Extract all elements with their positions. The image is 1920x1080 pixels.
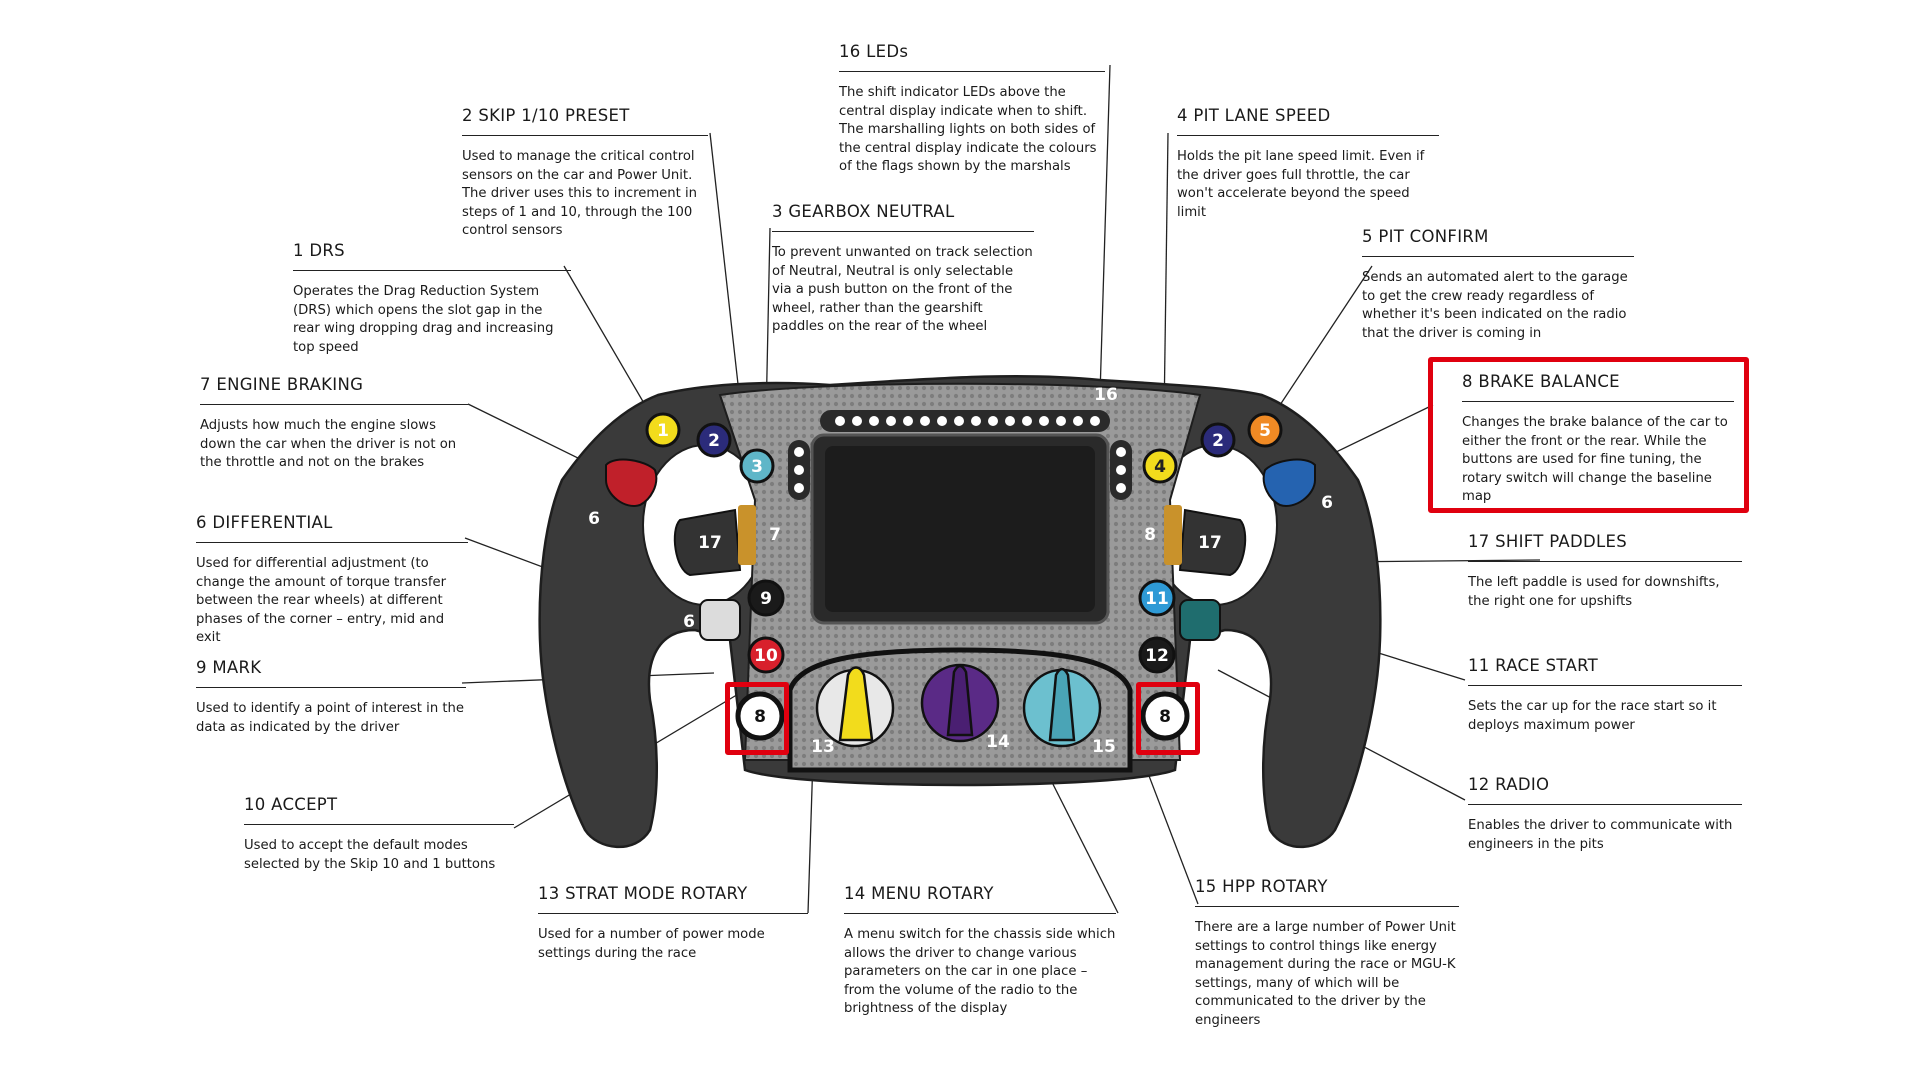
callout-desc: Adjusts how much the engine slows down t… <box>200 418 457 471</box>
callout-engine-braking: 7 ENGINE BRAKING Adjusts how much the en… <box>200 375 468 473</box>
brake-balance-button-right-highlight <box>1136 682 1200 755</box>
callout-desc: Operates the Drag Reduction System (DRS)… <box>293 284 554 355</box>
callout-title: 1 DRS <box>293 241 571 271</box>
label-4: 4 <box>1154 457 1166 477</box>
label-6c: 6 <box>683 612 695 632</box>
callout-menu-rotary: 14 MENU ROTARY A menu switch for the cha… <box>844 884 1116 1019</box>
callout-title: 15 HPP ROTARY <box>1195 877 1459 907</box>
led-bar <box>788 410 1132 500</box>
buttons <box>645 412 1283 741</box>
label-7: 7 <box>769 525 781 545</box>
label-6b: 6 <box>1321 493 1333 513</box>
label-17-left: 17 <box>698 533 722 553</box>
callout-gearbox-neutral: 3 GEARBOX NEUTRAL To prevent unwanted on… <box>772 202 1034 337</box>
brake-balance-button-left-highlight <box>725 682 789 755</box>
callout-desc: Changes the brake balance of the car to … <box>1462 415 1728 505</box>
callout-title: 5 PIT CONFIRM <box>1362 227 1634 257</box>
callout-title: 13 STRAT MODE ROTARY <box>538 884 808 914</box>
label-16: 16 <box>1094 385 1118 405</box>
label-9: 9 <box>760 589 772 609</box>
callout-strat-mode-rotary: 13 STRAT MODE ROTARY Used for a number o… <box>538 884 808 963</box>
label-8b: 8 <box>754 707 766 727</box>
callout-radio: 12 RADIO Enables the driver to communica… <box>1468 775 1742 854</box>
callout-title: 2 SKIP 1/10 PRESET <box>462 106 708 136</box>
callout-title: 7 ENGINE BRAKING <box>200 375 468 405</box>
callout-desc: To prevent unwanted on track selection o… <box>772 245 1033 335</box>
callout-leds: 16 LEDs The shift indicator LEDs above t… <box>839 42 1105 177</box>
callout-title: 14 MENU ROTARY <box>844 884 1116 914</box>
label-3: 3 <box>751 457 763 477</box>
callout-title: 8 BRAKE BALANCE <box>1462 372 1734 402</box>
callout-desc: Enables the driver to communicate with e… <box>1468 818 1733 852</box>
label-5: 5 <box>1259 421 1271 441</box>
callout-pit-lane-speed: 4 PIT LANE SPEED Holds the pit lane spee… <box>1177 106 1439 222</box>
callout-title: 10 ACCEPT <box>244 795 514 825</box>
label-15: 15 <box>1092 737 1116 757</box>
label-2-left: 2 <box>708 431 720 451</box>
label-2-right: 2 <box>1212 431 1224 451</box>
callout-desc: Used for a number of power mode settings… <box>538 927 765 961</box>
callout-desc: Used to identify a point of interest in … <box>196 701 465 735</box>
central-display <box>810 433 1110 625</box>
callout-desc: A menu switch for the chassis side which… <box>844 927 1116 1017</box>
callout-desc: Used to accept the default modes selecte… <box>244 838 496 872</box>
callout-shift-paddles: 17 SHIFT PADDLES The left paddle is used… <box>1468 532 1742 611</box>
brake-balance-highlight <box>1428 357 1749 513</box>
label-8c: 8 <box>1159 707 1171 727</box>
callout-differential: 6 DIFFERENTIAL Used for differential adj… <box>196 513 468 648</box>
callout-desc: The shift indicator LEDs above the centr… <box>839 85 1097 175</box>
callout-title: 17 SHIFT PADDLES <box>1468 532 1742 562</box>
callout-hpp-rotary: 15 HPP ROTARY There are a large number o… <box>1195 877 1459 1031</box>
label-12: 12 <box>1145 646 1169 666</box>
callout-title: 12 RADIO <box>1468 775 1742 805</box>
callout-title: 11 RACE START <box>1468 656 1742 686</box>
label-1: 1 <box>657 421 669 441</box>
callout-race-start: 11 RACE START Sets the car up for the ra… <box>1468 656 1742 735</box>
callout-desc: Used to manage the critical control sens… <box>462 149 698 239</box>
label-13: 13 <box>811 737 835 757</box>
callout-brake-balance: 8 BRAKE BALANCE Changes the brake balanc… <box>1462 372 1734 507</box>
callout-title: 6 DIFFERENTIAL <box>196 513 468 543</box>
callout-skip-preset: 2 SKIP 1/10 PRESET Used to manage the cr… <box>462 106 708 241</box>
callout-title: 3 GEARBOX NEUTRAL <box>772 202 1034 232</box>
label-8a: 8 <box>1144 525 1156 545</box>
callout-drs: 1 DRS Operates the Drag Reduction System… <box>293 241 571 357</box>
label-11: 11 <box>1145 589 1169 609</box>
shift-paddles <box>673 505 1247 577</box>
side-rotaries <box>605 458 1316 641</box>
callout-desc: The left paddle is used for downshifts, … <box>1468 575 1720 609</box>
callout-accept: 10 ACCEPT Used to accept the default mod… <box>244 795 514 874</box>
callout-desc: Used for differential adjustment (to cha… <box>196 556 447 646</box>
main-rotaries <box>815 663 1102 748</box>
callout-desc: Sets the car up for the race start so it… <box>1468 699 1717 733</box>
callout-title: 9 MARK <box>196 658 466 688</box>
label-14: 14 <box>986 732 1010 752</box>
callout-desc: Holds the pit lane speed limit. Even if … <box>1177 149 1425 220</box>
callout-title: 16 LEDs <box>839 42 1105 72</box>
callout-title: 4 PIT LANE SPEED <box>1177 106 1439 136</box>
label-10: 10 <box>754 646 778 666</box>
callout-pit-confirm: 5 PIT CONFIRM Sends an automated alert t… <box>1362 227 1634 343</box>
label-6a: 6 <box>588 509 600 529</box>
callout-desc: There are a large number of Power Unit s… <box>1195 920 1456 1028</box>
callout-desc: Sends an automated alert to the garage t… <box>1362 270 1628 341</box>
label-17-right: 17 <box>1198 533 1222 553</box>
callout-mark: 9 MARK Used to identify a point of inter… <box>196 658 466 737</box>
